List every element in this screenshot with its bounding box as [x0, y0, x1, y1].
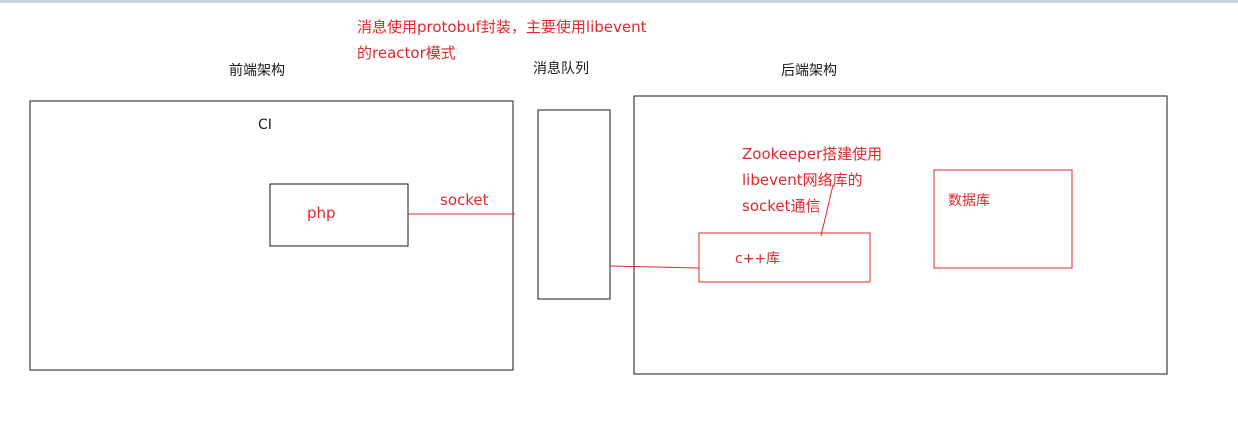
backend-box	[633, 95, 1168, 375]
protobuf-note-line2: 的reactor模式	[357, 44, 456, 62]
queue-title: 消息队列	[533, 61, 589, 77]
frontend-box	[29, 100, 514, 371]
cpp-library-label: c++库	[735, 251, 781, 267]
message-queue-box	[537, 109, 611, 300]
frontend-title: 前端架构	[229, 63, 285, 79]
backend-title: 后端架构	[781, 63, 837, 79]
database-label: 数据库	[948, 193, 990, 209]
cpp-library-box	[698, 232, 871, 283]
database-box	[933, 169, 1073, 269]
zookeeper-note-line1: Zookeeper搭建使用	[742, 145, 883, 163]
window-top-strip	[0, 0, 1238, 3]
php-label: php	[307, 204, 336, 222]
ci-framework-label: CI	[258, 117, 272, 133]
zookeeper-note-pointer-line	[820, 184, 834, 237]
zookeeper-note-line3: socket通信	[742, 197, 821, 215]
protobuf-note-line1: 消息使用protobuf封装，主要使用libevent	[357, 18, 647, 36]
queue-to-cpp-connector-line	[609, 265, 700, 269]
socket-label: socket	[440, 191, 489, 209]
php-box	[269, 183, 409, 247]
zookeeper-note-line2: libevent网络库的	[742, 171, 863, 189]
